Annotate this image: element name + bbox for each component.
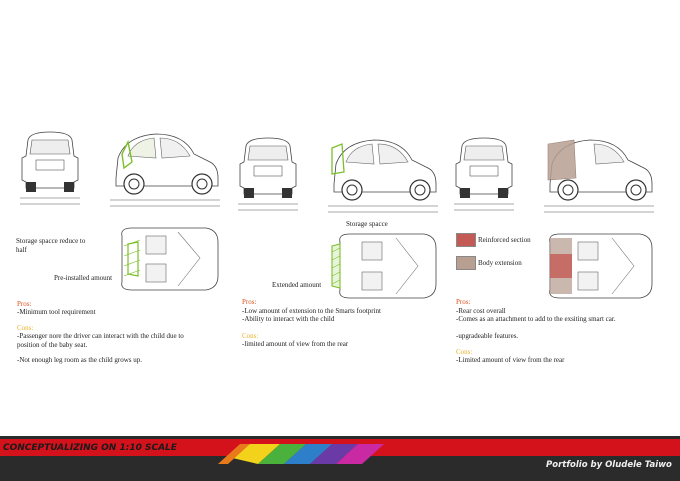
car-top-view-3 [549,233,653,299]
pros-label-1: Pros: [17,300,32,308]
pros-item-3-0: -Rear cost overall [456,307,506,315]
storage-note-1: Storage spacce reduce to half [16,237,86,254]
footer-title: CONCEPTUALIZING ON 1:10 SCALE [3,443,177,453]
pros-item-3-2: -upgradeable features. [456,332,519,340]
reinforced-swatch [456,233,476,247]
footer-band [0,436,680,481]
cons-item-3-0: -Limited amount of view from the rear [456,356,565,364]
pros-label-2: Pros: [242,298,257,306]
cons-item-2-0: -limited amount of view from the rear [242,340,349,348]
amount-note-1: Pre-installed amount [54,274,113,282]
storage-note-2: Storage spacce [346,220,388,228]
cons-item-1-1: -Not enough leg room as the child grows … [17,356,143,364]
pros-item-2-1: -Ability to interact with the child [242,315,335,323]
legend-body-extension: Body extension [478,259,522,267]
footer-credit: Portfolio by Oludele Taiwo [546,460,672,470]
pros-label-3: Pros: [456,298,471,306]
car-front-view-1 [20,131,80,205]
car-top-view-1 [121,227,219,291]
car-front-view-2 [238,137,298,211]
car-side-view-2 [328,139,438,213]
legend-reinforced: Reinforced section [478,236,531,244]
car-side-view-3 [544,139,654,213]
pros-item-2-0: -Low amount of extension to the Smarts f… [242,307,382,315]
body-extension-swatch [456,256,476,270]
cons-label-1: Cons: [17,324,34,332]
car-top-view-2 [331,233,437,299]
car-front-view-3 [454,137,514,211]
cons-label-2: Cons: [242,332,259,340]
pros-item-3-1: -Comes as an attachment to add to the ex… [456,315,616,323]
amount-note-2: Extended amount [272,281,322,289]
cons-item-1-0: -Passenger nore the driver can interact … [17,332,184,349]
car-side-view-1 [110,133,220,207]
pros-item-1-0: -Minimum tool requirement [17,308,96,316]
cons-label-3: Cons: [456,348,473,356]
